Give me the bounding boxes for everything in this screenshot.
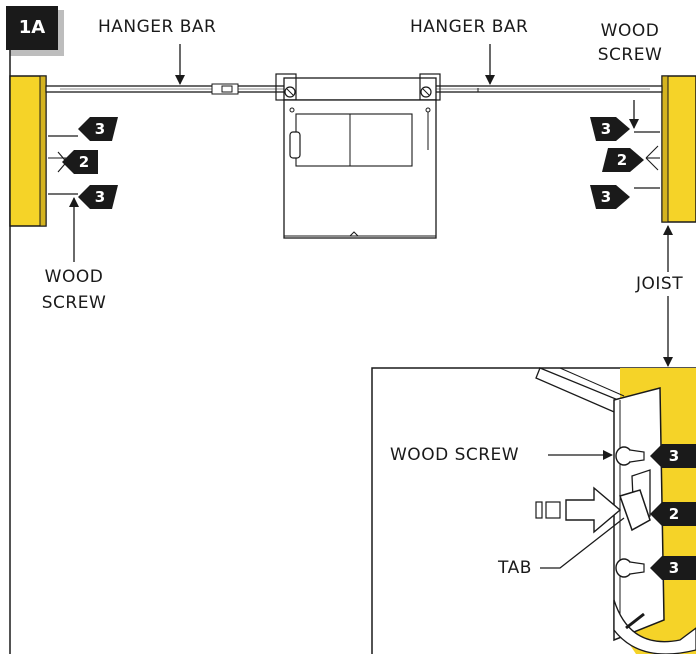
- step-marker-right-top: 3: [600, 120, 612, 138]
- figure-badge: 1A: [6, 6, 58, 50]
- fixture-housing: [275, 73, 441, 239]
- label-detail-tab: TAB: [498, 558, 532, 578]
- step-marker-right-bottom: 3: [600, 188, 612, 206]
- detail-inset: [371, 367, 696, 654]
- step-marker-detail-top: 3: [668, 447, 680, 465]
- step-marker-right-mid: 2: [616, 151, 628, 169]
- label-joist: JOIST: [636, 274, 684, 294]
- label-wood-screw-top-right-line2: SCREW: [597, 45, 663, 65]
- label-wood-screw-left-line1: WOOD: [44, 267, 104, 287]
- left-step-markers: [62, 117, 118, 209]
- right-joist: [661, 75, 696, 223]
- label-detail-wood-screw: WOOD SCREW: [390, 445, 520, 465]
- label-wood-screw-left-line2: SCREW: [41, 293, 107, 313]
- step-marker-left-mid: 2: [78, 153, 90, 171]
- step-marker-detail-bottom: 3: [668, 559, 680, 577]
- label-hanger-bar-right: HANGER BAR: [410, 17, 529, 37]
- step-marker-left-top: 3: [94, 120, 106, 138]
- step-marker-detail-mid: 2: [668, 505, 680, 523]
- right-step-markers: [590, 117, 644, 209]
- right-screws: [634, 131, 660, 189]
- label-wood-screw-top-right-line1: WOOD: [600, 21, 660, 41]
- step-marker-left-bottom: 3: [94, 188, 106, 206]
- left-joist: [9, 75, 47, 227]
- label-hanger-bar-left: HANGER BAR: [98, 17, 217, 37]
